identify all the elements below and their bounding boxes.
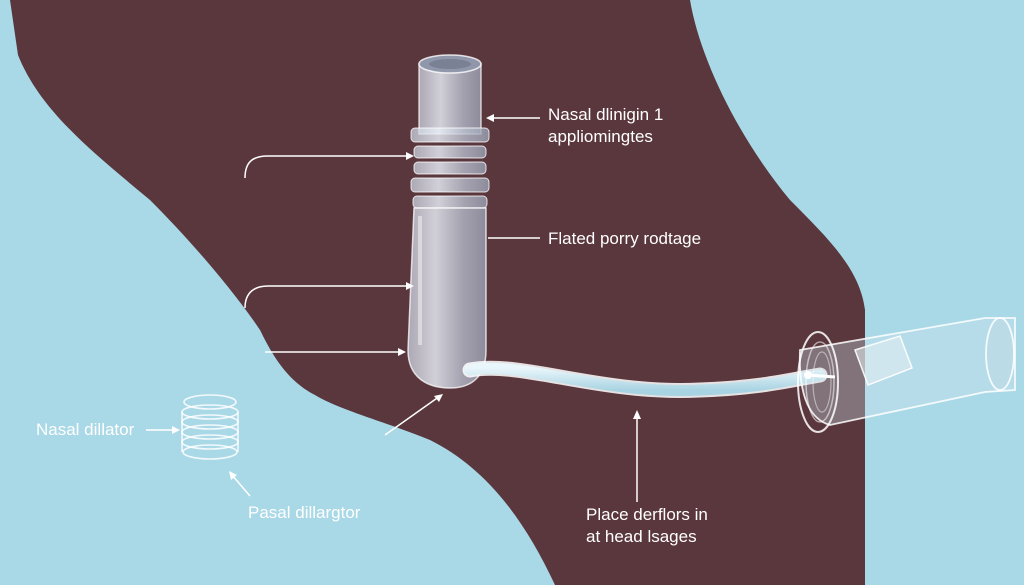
label-nasal-applicator-line1: Nasal dlinigin 1 bbox=[548, 105, 664, 124]
funnel-device bbox=[797, 317, 1016, 433]
leader-lines bbox=[146, 114, 641, 502]
label-nasal-applicator-line2: appliomingtes bbox=[548, 127, 653, 146]
leader-left-bottom bbox=[231, 474, 251, 497]
label-place-derflors: Place derflors in at head lsages bbox=[586, 504, 708, 548]
nasal-applicator-tube bbox=[407, 54, 490, 389]
label-nasal-dillator: Nasal dillator bbox=[36, 420, 135, 439]
label-flated-rodtage: Flated porry rodtage bbox=[548, 229, 702, 248]
label-pasal-dillargtor: Pasal dillargtor bbox=[248, 503, 361, 522]
leader-hose-diag bbox=[384, 395, 441, 436]
bracket-upper-left bbox=[244, 155, 410, 179]
label-place-derflors-line2: at head lsages bbox=[586, 527, 697, 546]
bracket-mid-left bbox=[244, 285, 410, 309]
label-nasal-applicator: Nasal dlinigin 1 appliomingtes bbox=[548, 104, 663, 148]
nasal-dilator-coil bbox=[181, 394, 239, 460]
label-place-derflors-line1: Place derflors in bbox=[586, 505, 708, 524]
